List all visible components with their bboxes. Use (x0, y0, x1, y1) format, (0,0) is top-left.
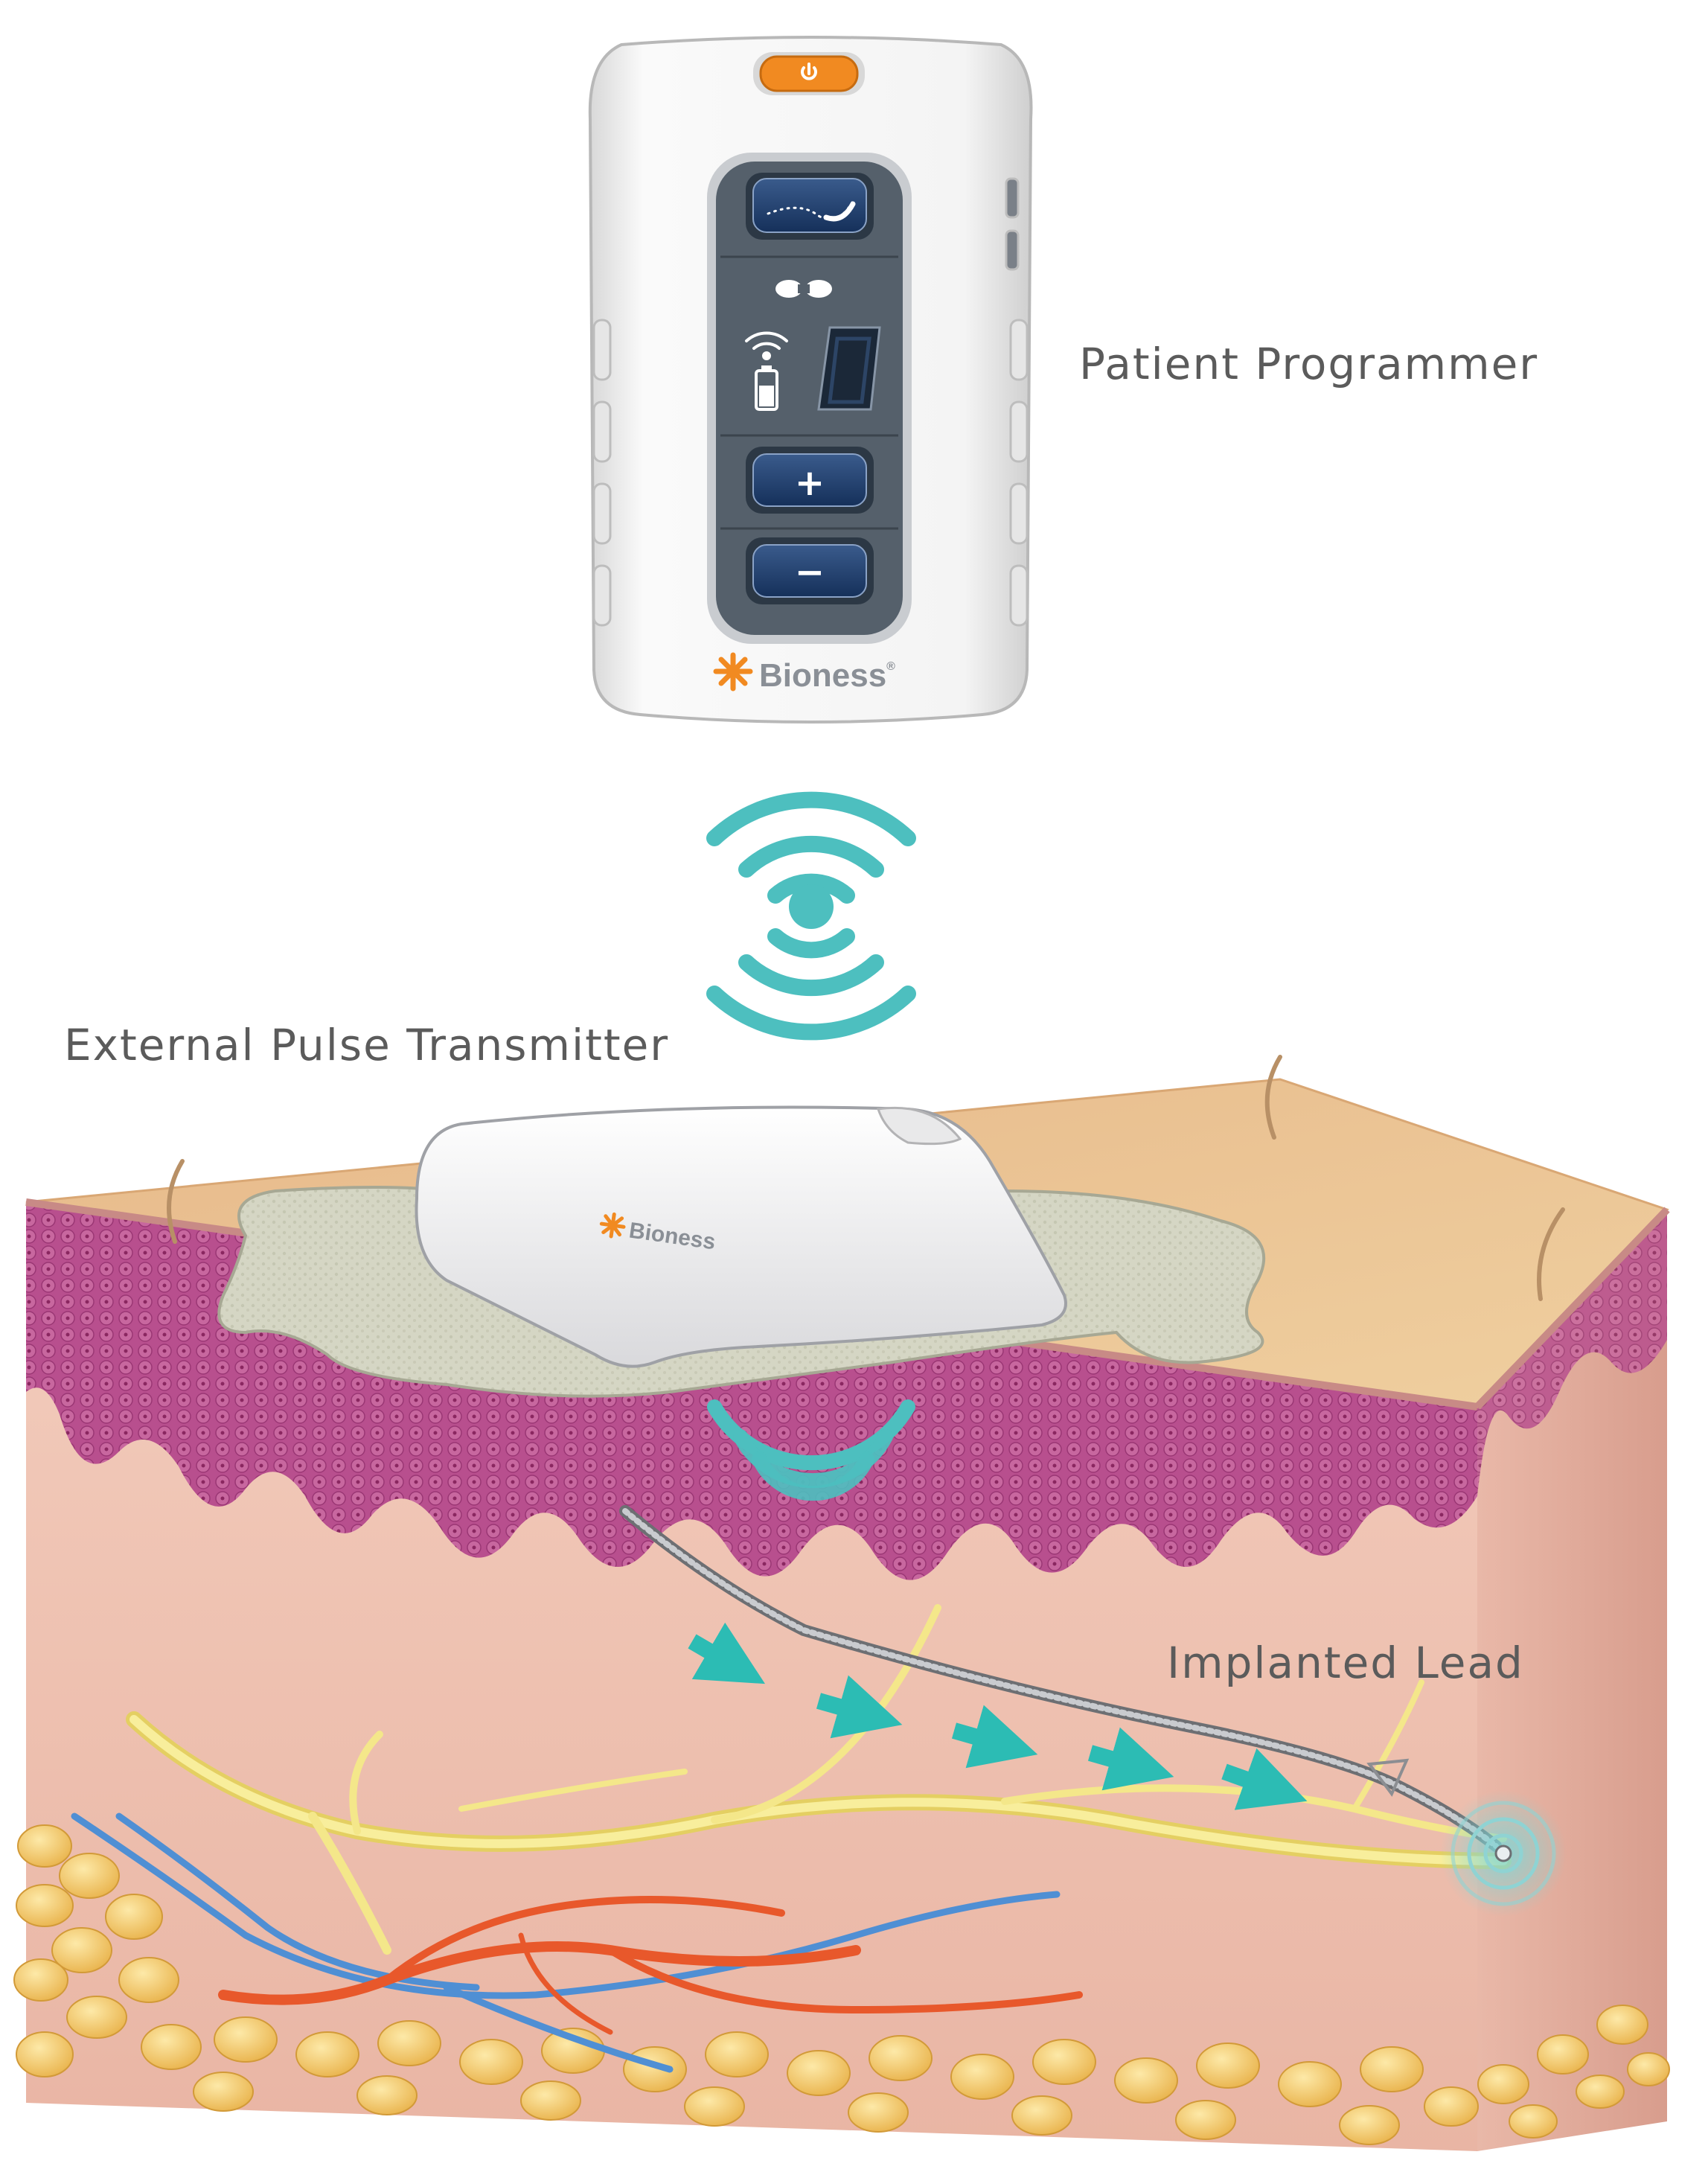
flow-arrow (816, 1675, 903, 1739)
implanted-lead (619, 1505, 1567, 1917)
patient-programmer: + − Bioness® (588, 36, 1033, 724)
wireless-link-icon (706, 791, 916, 1041)
patient-programmer-label: Patient Programmer (1079, 339, 1539, 389)
bioness-logo: Bioness® (713, 652, 895, 694)
flow-arrow (1087, 1727, 1174, 1791)
stim-mode-button[interactable] (746, 173, 874, 240)
minus-symbol: − (795, 552, 825, 593)
gait-pattern-icon (767, 201, 856, 222)
flow-arrow (1221, 1748, 1308, 1810)
external-pulse-transmitter: Bioness (217, 1105, 1266, 1398)
external-pulse-transmitter-label: External Pulse Transmitter (64, 1020, 670, 1070)
decrease-button[interactable]: − (746, 537, 874, 604)
flow-arrow (688, 1622, 766, 1684)
programmer-brand: Bioness (759, 657, 886, 694)
seven-segment-display (817, 326, 881, 411)
side-grip-left (592, 319, 612, 627)
ept-housing (415, 1105, 1067, 1368)
hair-strands (167, 1055, 1565, 1301)
plus-symbol: + (795, 462, 825, 504)
current-flow-arrows (688, 1622, 1308, 1810)
peripheral-nerves (126, 1604, 1512, 1955)
sunburst-icon (713, 652, 753, 692)
battery-icon (755, 365, 778, 411)
svg-text:Bioness®: Bioness® (759, 657, 895, 694)
fat-layer (13, 1824, 1670, 2145)
implanted-lead-label: Implanted Lead (1167, 1638, 1524, 1688)
power-button[interactable] (753, 52, 865, 95)
transcutaneous-signal-icon (707, 1399, 915, 1501)
flow-arrow (951, 1705, 1038, 1769)
artery (218, 1896, 1083, 2035)
increase-button[interactable]: + (746, 447, 874, 514)
footprints-icon (775, 280, 832, 298)
brand-mark: ® (886, 660, 895, 673)
side-grip-right (1005, 177, 1029, 627)
control-panel: + − (707, 153, 912, 644)
power-icon (801, 63, 817, 80)
wireless-signal-icon (745, 331, 788, 360)
